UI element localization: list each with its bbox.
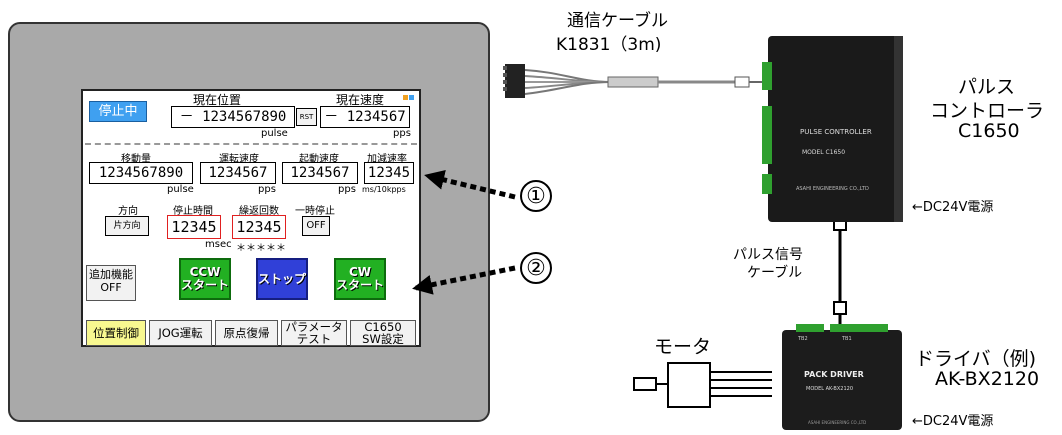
ccw-start-button[interactable]: CCW スタート: [179, 258, 231, 300]
extra-function-line2: OFF: [100, 280, 122, 294]
position-unit: pulse: [261, 128, 288, 139]
controller-board-model: MODEL C1650: [802, 149, 846, 156]
move-amount-label: 移動量: [121, 154, 151, 165]
cw-line1: CW: [348, 265, 372, 279]
stop-time-label: 停止時間: [173, 206, 213, 217]
run-speed-field[interactable]: 1234567: [200, 162, 276, 184]
accel-unit: ms/10kpps: [362, 185, 406, 194]
driver-terminal-tb2: [796, 324, 824, 332]
tab-sw-settings[interactable]: C1650 SW設定: [350, 320, 416, 346]
tab-jog[interactable]: JOG運転: [149, 320, 212, 346]
hmi-screen: 停止中 現在位置 － 1234567890 RST pulse 現在速度 － 1…: [81, 89, 421, 347]
pause-toggle[interactable]: OFF: [302, 216, 330, 236]
ccw-line1: CCW: [189, 265, 221, 279]
motor-drawing: [633, 362, 772, 408]
driver-label-line1: ドライバ（例): [915, 348, 1037, 370]
cw-line2: スタート: [336, 278, 385, 293]
callout-arrow-1: [424, 170, 516, 200]
controller-label-line3: C1650: [958, 120, 1020, 142]
dashed-divider: [85, 143, 417, 145]
tab-home-return[interactable]: 原点復帰: [215, 320, 278, 346]
signal-cable-label-line2: ケーブル: [747, 265, 803, 281]
controller-board-maker: ASAHI ENGINEERING CO.,LTD: [796, 186, 869, 192]
stop-button[interactable]: ストップ: [256, 258, 308, 300]
ccw-line2: スタート: [181, 278, 230, 293]
cw-start-button[interactable]: CW スタート: [334, 258, 386, 300]
tab-parameter-test[interactable]: パラメータ テスト: [281, 320, 347, 346]
repeat-field[interactable]: 12345: [232, 215, 286, 239]
stop-time-unit: msec: [205, 239, 232, 250]
driver-terminal-tb1: [830, 324, 888, 332]
controller-connector-bottom: [762, 174, 772, 194]
driver-tb2-label: TB2: [798, 336, 808, 342]
current-position-display: － 1234567890: [171, 106, 295, 128]
controller-connector-top: [762, 62, 772, 90]
accel-label: 加減速率: [367, 154, 407, 165]
cable-label-line2: K1831（3m): [556, 35, 662, 55]
move-amount-unit: pulse: [167, 184, 194, 195]
controller-board-title: PULSE CONTROLLER: [800, 128, 872, 136]
extra-function-line1: 追加機能: [89, 268, 133, 281]
pause-label: 一時停止: [295, 206, 335, 217]
controller-connector-mid: [762, 106, 772, 164]
communication-cable: [503, 64, 762, 98]
direction-label: 方向: [118, 206, 138, 217]
driver-power-label: ←DC24V電源: [912, 414, 994, 429]
pack-driver-board: TB2 TB1 PACK DRIVER MODEL AK-BX2120 ASAH…: [782, 324, 902, 430]
speed-unit: pps: [393, 128, 411, 139]
controller-bracket: [894, 36, 903, 222]
accel-field[interactable]: 12345: [364, 162, 414, 184]
stop-time-field[interactable]: 12345: [167, 215, 221, 239]
repeat-counter: ＊＊＊＊＊: [236, 243, 286, 254]
run-speed-unit: pps: [258, 184, 276, 195]
rst-button[interactable]: RST: [296, 108, 317, 126]
controller-power-label: ←DC24V電源: [912, 200, 994, 215]
driver-label-line2: AK-BX2120: [935, 368, 1040, 390]
extra-function-button[interactable]: 追加機能 OFF: [86, 265, 136, 301]
status-button[interactable]: 停止中: [89, 101, 147, 122]
driver-tb1-label: TB1: [842, 336, 852, 342]
current-position-label: 現在位置: [193, 93, 242, 107]
current-speed-label: 現在速度: [336, 93, 385, 107]
repeat-label: 繰返回数: [239, 206, 279, 217]
pulse-signal-cable: [833, 217, 847, 328]
controller-label-line2: コントローラ: [930, 100, 1045, 122]
callout-1: ①: [520, 180, 552, 212]
window-icon: [403, 95, 415, 101]
start-speed-label: 起動速度: [299, 154, 339, 165]
driver-board-model: MODEL AK-BX2120: [806, 386, 854, 392]
motor-label: モータ: [654, 336, 712, 358]
tab-position-control[interactable]: 位置制御: [86, 320, 146, 346]
run-speed-label: 運転速度: [219, 154, 259, 165]
cable-label-line1: 通信ケーブル: [567, 11, 668, 31]
callout-2: ②: [520, 252, 552, 284]
controller-label-line1: パルス: [958, 76, 1016, 98]
driver-board-title: PACK DRIVER: [804, 370, 864, 379]
signal-cable-label-line1: パルス信号: [733, 247, 803, 263]
move-amount-field[interactable]: 1234567890: [89, 162, 193, 184]
start-speed-field[interactable]: 1234567: [282, 162, 358, 184]
current-speed-display: － 1234567: [320, 106, 410, 128]
driver-board-maker: ASAHI ENGINEERING CO.,LTD: [808, 420, 867, 425]
start-speed-unit: pps: [338, 184, 356, 195]
pulse-controller-board: PULSE CONTROLLER MODEL C1650 ASAHI ENGIN…: [762, 36, 903, 222]
direction-button[interactable]: 片方向: [105, 216, 149, 236]
callout-arrow-2: [412, 265, 516, 295]
